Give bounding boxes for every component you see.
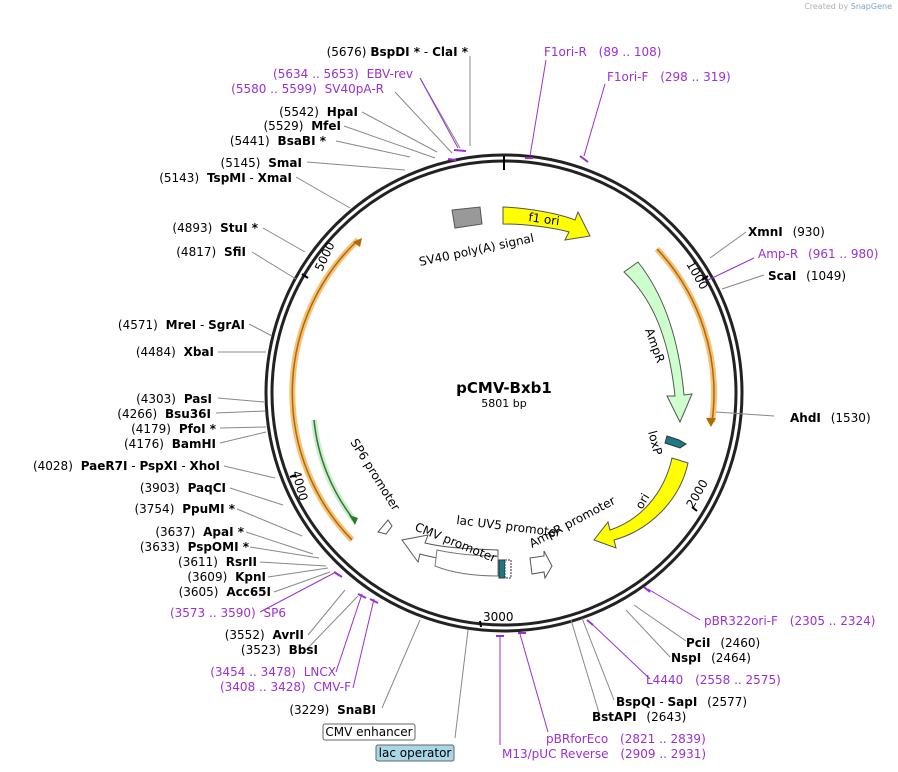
- green-arc: [311, 419, 357, 522]
- feature-lacuv5-label: lac UV5 promoter: [456, 513, 562, 540]
- label-pspomi[interactable]: (3633) PspOMI *: [140, 540, 250, 554]
- label-m13-puc-reverse[interactable]: M13/pUC Reverse (2909 .. 2931): [502, 747, 706, 761]
- primer-leaders: [259, 59, 755, 745]
- orf-arc-right-line: [656, 248, 715, 423]
- label-pbrforeco[interactable]: pBRforEco (2821 .. 2839): [546, 732, 706, 746]
- label-avrii[interactable]: (3552) AvrII: [225, 628, 304, 642]
- label-f1ori-f[interactable]: F1ori-F (298 .. 319): [607, 70, 731, 84]
- label-lncx[interactable]: (3454 .. 3478) LNCX: [210, 665, 336, 679]
- feature-sp6[interactable]: [377, 519, 393, 535]
- right-label-block: F1ori-R (89 .. 108) F1ori-F (298 .. 319)…: [502, 45, 878, 761]
- label-ppumi[interactable]: (3754) PpuMI *: [134, 502, 235, 516]
- label-l4440[interactable]: L4440 (2558 .. 2575): [646, 673, 781, 687]
- green-arc-line: [313, 419, 355, 521]
- label-smai[interactable]: (5145) SmaI: [221, 156, 302, 170]
- label-xbai[interactable]: (4484) XbaI: [136, 345, 214, 359]
- orf-arc-left-line: [291, 239, 359, 541]
- left-label-block: (5676) BspDI * - ClaI * (5634 .. 5653) E…: [33, 45, 469, 717]
- plasmid-name: pCMV-Bxb1: [456, 379, 552, 397]
- label-ahdi[interactable]: AhdI (1530): [790, 411, 871, 425]
- label-scai[interactable]: ScaI (1049): [768, 269, 846, 283]
- feature-f1ori-label: f1 ori: [528, 210, 561, 228]
- label-pbr322ori-f[interactable]: pBR322ori-F (2305 .. 2324): [704, 614, 875, 628]
- label-mfei[interactable]: (5529) MfeI: [264, 119, 342, 133]
- label-amp-r[interactable]: Amp-R (961 .. 980): [758, 247, 878, 261]
- label-mrei-sgrai[interactable]: (4571) MreI - SgrAI: [118, 318, 245, 332]
- feature-loxp[interactable]: [664, 435, 687, 449]
- label-f1ori-r[interactable]: F1ori-R (89 .. 108): [544, 45, 661, 59]
- feature-lacop-mark[interactable]: [498, 559, 506, 579]
- label-rsrii[interactable]: (3611) RsrII: [178, 555, 257, 569]
- label-bspdi-clai[interactable]: (5676) BspDI * - ClaI *: [327, 45, 469, 59]
- label-paqci[interactable]: (3903) PaqCI: [140, 481, 226, 495]
- feature-ori[interactable]: [593, 457, 689, 549]
- label-pcii[interactable]: PciI (2460): [686, 636, 760, 650]
- label-cmv-f[interactable]: (3408 .. 3428) CMV-F: [220, 680, 351, 694]
- label-bstapi[interactable]: BstAPI (2643): [592, 710, 686, 724]
- orf-arc-left-head: [353, 238, 362, 247]
- label-bsu36i[interactable]: (4266) Bsu36I: [117, 407, 211, 421]
- cmv-enhancer-label: CMV enhancer: [325, 725, 412, 739]
- plasmid-size: 5801 bp: [481, 397, 526, 410]
- orf-arc-right-head: [706, 418, 716, 427]
- label-acc65i[interactable]: (3605) Acc65I: [179, 585, 271, 599]
- label-kpni[interactable]: (3609) KpnI: [187, 570, 266, 584]
- lac-operator-label: lac operator: [379, 746, 452, 760]
- backbone-outer-ring: [264, 153, 744, 633]
- label-hpai[interactable]: (5542) HpaI: [279, 105, 358, 119]
- feature-sp6-label: SP6 promoter: [347, 436, 402, 513]
- label-bamhi[interactable]: (4176) BamHI: [124, 437, 216, 451]
- label-nspi[interactable]: NspI (2464): [671, 651, 751, 665]
- feature-ampr[interactable]: [623, 261, 693, 424]
- snapgene-logo: SnapGene: [850, 2, 892, 11]
- label-bbsi[interactable]: (3523) BbsI: [241, 643, 318, 657]
- cmv-enhancer-box[interactable]: [322, 723, 416, 741]
- tick-3000: 3000: [483, 610, 514, 624]
- label-apai[interactable]: (3637) ApaI *: [155, 525, 244, 539]
- feature-f1ori[interactable]: [502, 206, 591, 241]
- label-sp6-primer[interactable]: (3573 .. 3590) SP6: [170, 606, 286, 620]
- lac-operator-box[interactable]: [375, 744, 455, 762]
- snapgene-watermark: Created by SnapGene: [804, 2, 892, 11]
- feature-lacop-mark2: [504, 559, 512, 579]
- feature-amprprom[interactable]: [529, 550, 553, 580]
- label-xmni[interactable]: XmnI (930): [748, 225, 825, 239]
- feature-sv40[interactable]: [451, 206, 483, 229]
- label-sv40pa-r[interactable]: (5580 .. 5599) SV40pA-R: [231, 82, 384, 96]
- leader-lines: [215, 56, 775, 739]
- feature-ori-label: ori: [632, 491, 652, 512]
- green-arc-head: [349, 515, 358, 525]
- label-ebv-rev[interactable]: (5634 .. 5653) EBV-rev: [273, 67, 413, 81]
- label-sfii[interactable]: (4817) SfiI: [176, 245, 246, 259]
- feature-sv40-label: SV40 poly(A) signal: [418, 231, 536, 269]
- label-pfoi[interactable]: (4179) PfoI *: [131, 422, 217, 436]
- label-bspqi-sapi[interactable]: BspQI - SapI (2577): [616, 695, 747, 709]
- label-stui[interactable]: (4893) StuI *: [172, 221, 258, 235]
- feature-cmv-body: [434, 549, 499, 577]
- label-snabi[interactable]: (3229) SnaBI: [289, 703, 376, 717]
- label-pasi[interactable]: (4303) PasI: [136, 392, 212, 406]
- label-paer7i-pspxi-xhoi[interactable]: (4028) PaeR7I - PspXI - XhoI: [33, 459, 220, 473]
- feature-loxp-label: loxP: [645, 429, 665, 456]
- watermark-prefix: Created by: [804, 2, 849, 11]
- label-tspmi-xmai[interactable]: (5143) TspMI - XmaI: [159, 171, 292, 185]
- label-bsabi[interactable]: (5441) BsaBI *: [230, 134, 327, 148]
